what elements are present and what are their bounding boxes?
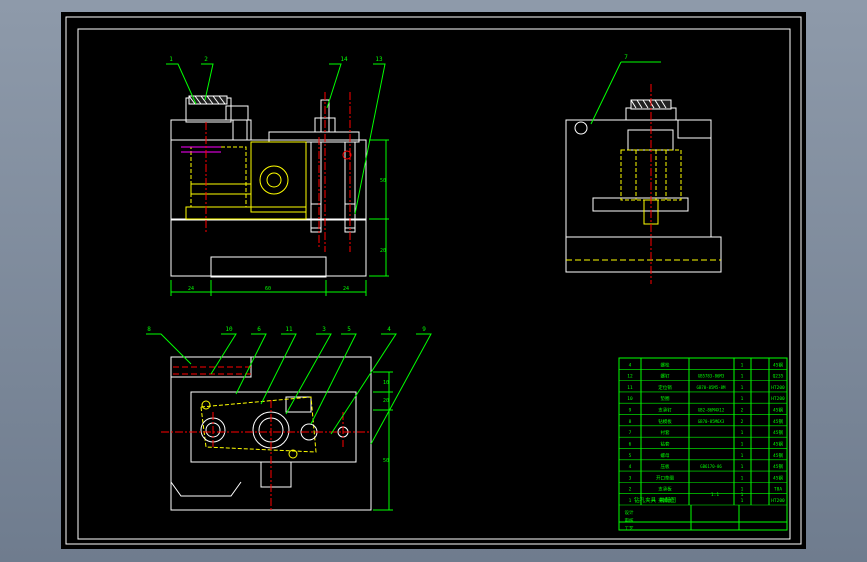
row-name: 螺栓 — [661, 361, 670, 368]
row-material: HT200 — [771, 396, 785, 402]
dimension-text: 20 — [380, 248, 386, 254]
row-qty: 1 — [741, 464, 744, 470]
row-name: 支承钉 — [658, 407, 672, 414]
sign-label: 审核 — [625, 517, 634, 524]
title-block — [618, 357, 788, 531]
row-material: 45钢 — [773, 418, 783, 425]
row-qty: 1 — [741, 498, 744, 504]
dimension-text: 20 — [383, 398, 389, 404]
front-view — [166, 63, 389, 296]
leader-label: 3 — [322, 326, 326, 333]
leader-label: 7 — [624, 54, 628, 61]
row-material: Q235 — [773, 374, 784, 380]
leader-label: 13 — [375, 56, 383, 63]
row-no: 12 — [627, 374, 633, 380]
row-no: 8 — [629, 419, 632, 425]
leader-label: 5 — [347, 326, 351, 333]
row-code: GB6170-86 — [700, 464, 722, 469]
dimension-text: 60 — [265, 286, 271, 292]
row-name: 螺母 — [661, 452, 670, 459]
row-no: 9 — [629, 408, 632, 414]
row-name: 垫圈 — [661, 395, 670, 402]
row-code: GB70-85M5-8M — [697, 385, 726, 390]
row-material: 45钢 — [773, 361, 783, 368]
row-no: 3 — [629, 475, 632, 481]
row-name: 衬套 — [661, 429, 670, 436]
dimension-text: 24 — [343, 286, 349, 292]
assembly-drawing: 1214137810611354924602450201020504螺栓145钢… — [65, 16, 802, 545]
leader-label: 6 — [257, 326, 261, 333]
row-no: 2 — [629, 487, 632, 493]
row-no: 7 — [629, 430, 632, 436]
row-code: GB70-85M6X3 — [698, 419, 725, 424]
row-qty: 1 — [741, 385, 744, 391]
inner-frame — [77, 28, 791, 540]
row-material: 45钢 — [773, 440, 783, 447]
row-qty: 1 — [741, 374, 744, 380]
leader-label: 2 — [204, 56, 208, 63]
row-name: 螺钉 — [661, 373, 670, 380]
row-qty: 2 — [741, 408, 744, 414]
dimension-text: 50 — [380, 178, 386, 184]
row-code: GB5783-86M3 — [698, 374, 725, 379]
row-material: T8A — [774, 487, 782, 493]
row-qty: 1 — [741, 453, 744, 459]
row-material: HT200 — [771, 498, 785, 504]
row-material: 45钢 — [773, 429, 783, 436]
row-name: 夹具体 — [658, 497, 672, 504]
side-view — [565, 61, 722, 284]
row-no: 6 — [629, 441, 632, 447]
leader-label: 8 — [147, 326, 151, 333]
row-material: 45钢 — [773, 452, 783, 459]
dimension-text: 10 — [383, 380, 389, 386]
row-name: 定位销 — [658, 384, 672, 391]
row-qty: 1 — [741, 475, 744, 481]
row-no: 1 — [629, 498, 632, 504]
row-name: 钻套 — [661, 440, 670, 447]
leader-label: 9 — [422, 326, 426, 333]
row-name: 支承板 — [658, 486, 672, 493]
row-qty: 1 — [741, 362, 744, 368]
row-name: 开口垫圈 — [656, 474, 674, 481]
row-qty: 1 — [741, 487, 744, 493]
row-no: 4 — [629, 362, 632, 368]
row-no: 11 — [627, 385, 633, 391]
scale-value: 1:1 — [711, 492, 719, 498]
leader-label: 11 — [285, 326, 293, 333]
row-qty: 1 — [741, 441, 744, 447]
leader-label: 10 — [225, 326, 233, 333]
row-no: 10 — [627, 396, 633, 402]
row-no: 4 — [629, 464, 632, 470]
row-material: 45钢 — [773, 407, 783, 414]
row-material: 45钢 — [773, 463, 783, 470]
dimension-text: 24 — [188, 286, 194, 292]
sign-label: 设计 — [625, 509, 634, 516]
row-code: GB2-86M4X12 — [698, 408, 725, 413]
dimension-text: 50 — [383, 458, 389, 464]
row-material: HT200 — [771, 385, 785, 391]
row-name: 压板 — [661, 463, 670, 470]
row-name: 钻模板 — [658, 418, 672, 425]
outer-frame — [65, 16, 802, 545]
leader-label: 4 — [387, 326, 391, 333]
row-qty: 1 — [741, 396, 744, 402]
row-material: 45钢 — [773, 474, 783, 481]
row-no: 5 — [629, 453, 632, 459]
leader-label: 1 — [169, 56, 173, 63]
row-qty: 1 — [741, 430, 744, 436]
sign-label: 工艺 — [625, 526, 634, 532]
top-view — [146, 333, 432, 511]
row-qty: 2 — [741, 419, 744, 425]
sheet-value: 1 — [741, 492, 744, 498]
drawing-title: 钻孔夹具 装配图 — [634, 496, 676, 504]
leader-label: 14 — [340, 56, 348, 63]
